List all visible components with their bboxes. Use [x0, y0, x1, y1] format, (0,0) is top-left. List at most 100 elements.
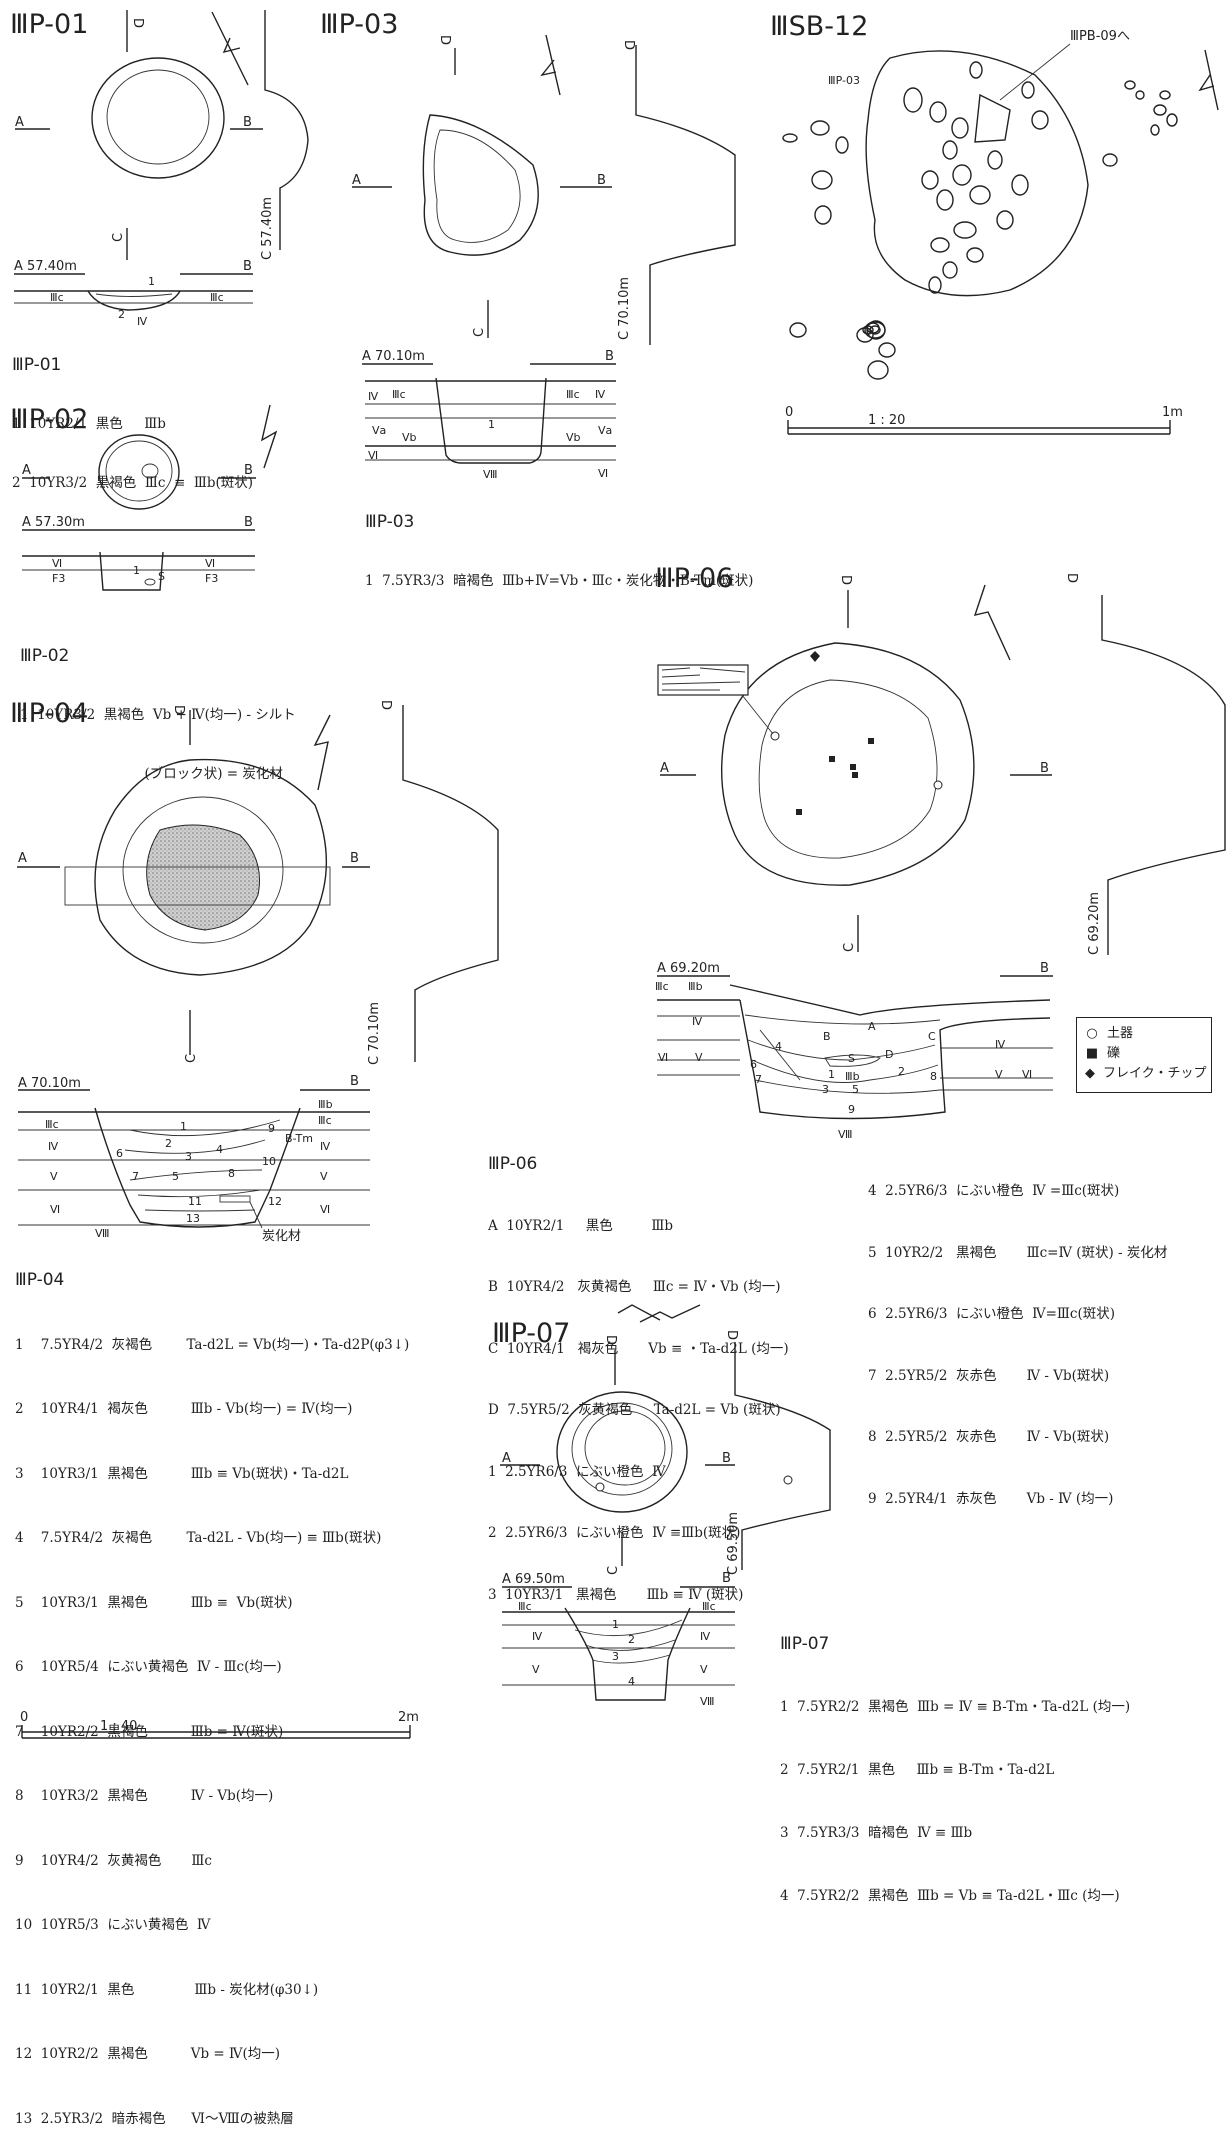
sb12-scale-ratio: 1 : 20 [868, 413, 905, 428]
p06-description-left: ⅢP-06 A 10YR2/1 黒色 Ⅲb B 10YR4/2 灰黄褐色 Ⅲc … [488, 1113, 789, 1626]
p04-desc-line: 1 7.5YR4/2 灰褐色 Ta-d2L = Ⅴb(均一)・Ta-d2P(φ3… [15, 1336, 410, 1353]
p06-section-b: B [1040, 961, 1049, 976]
p02-desc-line: 1 10YR3/2 黒褐色 Ⅴb + Ⅳ(均一) - シルト [20, 706, 296, 723]
pit-p04: ⅢP-04 A B D C D C 70.10m A 70.10m B Ⅲc [10, 698, 499, 1244]
p06-layer-vi-left: Ⅵ [658, 1051, 668, 1064]
p04-marker-a: A [18, 851, 27, 866]
p07-layer-2: 2 [628, 1633, 635, 1646]
pit-p02: ⅢP-02 A B A 57.30m B Ⅵ F3 Ⅵ F3 1 S [10, 404, 278, 591]
p01-marker-d: D [130, 18, 145, 28]
p04-layer-11: 11 [188, 1195, 202, 1208]
p06-desc-line: 5 10YR2/2 黒褐色 Ⅲc=Ⅳ (斑状) - 炭化材 [868, 1244, 1168, 1261]
p06-layer-iiib-center: Ⅲb [845, 1070, 860, 1083]
p06-layer-vi-right: Ⅵ [1022, 1068, 1032, 1081]
p06-layer-v-right: Ⅴ [995, 1068, 1003, 1081]
p04-desc-line: 8 10YR3/2 黒褐色 Ⅳ - Ⅴb(均一) [15, 1788, 274, 1804]
flake-icon: ◆ [1085, 1066, 1095, 1081]
p04-layer-7: 7 [132, 1170, 139, 1183]
p07-layer-viii: Ⅷ [700, 1695, 715, 1708]
p03-marker-a: A [352, 173, 361, 188]
p06-layer-d: D [885, 1048, 893, 1061]
p07-marker-d: D [603, 1335, 618, 1345]
p01-layer-left: Ⅲc [50, 291, 64, 304]
p01-description: ⅢP-01 1 10YR2/1 黒色 Ⅲb 2 10YR3/2 黒褐色 Ⅲc ≡… [12, 317, 253, 513]
p04-title: ⅢP-04 [10, 698, 88, 729]
p01-section-label: A 57.40m [14, 259, 77, 274]
p02-layer-s: S [158, 570, 165, 583]
p07-layer-iiic-left: Ⅲc [518, 1600, 532, 1613]
p04-desc-line: 2 10YR4/1 褐灰色 Ⅲb - Ⅴb(均一) = Ⅳ(均一) [15, 1401, 353, 1417]
p07-side-d: D [724, 1330, 739, 1340]
p04-desc-line: 10 10YR5/3 にぶい黄褐色 Ⅳ [15, 1917, 211, 1933]
p04-description: ⅢP-04 1 7.5YR4/2 灰褐色 Ta-d2L = Ⅴb(均一)・Ta-… [15, 1227, 409, 2152]
p06-desc-line: D 7.5YR5/2 灰黄褐色 Ta-d2L = Ⅴb (斑状) [488, 1402, 781, 1418]
p04-scale-end: 2m [398, 1710, 419, 1725]
p01-layer-1: 1 [148, 275, 155, 288]
p06-layer-7: 7 [755, 1073, 762, 1086]
sb12-note: ⅢPB-09へ [1070, 29, 1130, 44]
p07-description: ⅢP-07 1 7.5YR2/2 黒褐色 Ⅲb = Ⅳ ≡ B-Tm・Ta-d2… [780, 1592, 1130, 1928]
p06-layer-c: C [928, 1030, 936, 1043]
p04-desc-line: 11 10YR2/1 黒色 Ⅲb - 炭化材(φ30↓) [15, 1981, 319, 1998]
p07-desc-line: 4 7.5YR2/2 黒褐色 Ⅲb = Ⅴb ≡ Ta-d2L・Ⅲc (均一) [780, 1888, 1120, 1904]
p04-layer-9: 9 [268, 1122, 275, 1135]
p07-desc-line: 3 7.5YR3/3 暗褐色 Ⅳ ≡ Ⅲb [780, 1825, 973, 1841]
p06-layer-2: 2 [898, 1065, 905, 1078]
p02-layer-1: 1 [133, 564, 140, 577]
p04-desc-line: 13 2.5YR3/2 暗赤褐色 Ⅵ～Ⅷの被熱層 [15, 2110, 294, 2127]
p07-desc-title: ⅢP-07 [780, 1634, 830, 1654]
p03-section-b: B [605, 349, 614, 364]
p04-marker-c: C [184, 1054, 199, 1063]
p06-layer-8: 8 [930, 1070, 937, 1083]
p06-layer-viii: Ⅷ [838, 1128, 853, 1141]
p06-desc-line: 4 2.5YR6/3 にぶい橙色 Ⅳ =Ⅲc(斑状) [868, 1183, 1120, 1199]
p07-marker-a: A [502, 1451, 511, 1466]
p07-marker-b: B [722, 1451, 731, 1466]
p03-marker-b: B [597, 173, 606, 188]
p04-layer-iiic-right: Ⅲc [318, 1114, 332, 1127]
p04-layer-3: 3 [185, 1150, 192, 1163]
p03-desc-title: ⅢP-03 [365, 512, 415, 533]
legend-label: 土器 [1107, 1026, 1134, 1041]
p03-description: ⅢP-03 1 7.5YR3/3 暗褐色 Ⅲb+Ⅳ=Ⅴb・Ⅲc・炭化物・B-Tm… [365, 474, 753, 611]
legend-label: フレイク・チップ [1103, 1066, 1207, 1081]
p01-layer-2: 2 [118, 308, 125, 321]
p06-desc-line: A 10YR2/1 黒色 Ⅲb [488, 1217, 674, 1234]
p03-desc-line: 1 7.5YR3/3 暗褐色 Ⅲb+Ⅳ=Ⅴb・Ⅲc・炭化物・B-Tm(斑状) [365, 572, 754, 589]
p04-c-level: C 70.10m [367, 1002, 382, 1065]
sb12-ref: ⅢP-03 [828, 74, 860, 87]
p03-layer-vb-left: Ⅴb [402, 431, 417, 444]
sb12-title: ⅢSB-12 [770, 11, 868, 42]
p04-layer-13: 13 [186, 1212, 200, 1225]
p06-desc-line: 7 2.5YR5/2 灰赤色 Ⅳ - Ⅴb(斑状) [868, 1367, 1110, 1384]
p01-title: ⅢP-01 [10, 9, 88, 40]
p07-layer-iv-left: Ⅳ [532, 1630, 543, 1643]
p02-layer-vi-right: Ⅵ [205, 557, 215, 570]
p04-desc-line: 4 7.5YR4/2 灰褐色 Ta-d2L - Ⅴb(均一) ≡ Ⅲb(斑状) [15, 1530, 382, 1546]
p02-section-b: B [244, 515, 253, 530]
p04-marker-b: B [350, 851, 359, 866]
p03-layer-1: 1 [488, 418, 495, 431]
p06-description-right: 4 2.5YR6/3 にぶい橙色 Ⅳ =Ⅲc(斑状) 5 10YR2/2 黒褐色… [868, 1140, 1167, 1530]
p04-desc-line: 7 10YR2/2 黒褐色 Ⅲb = Ⅳ(斑状) [15, 1723, 284, 1740]
p06-desc-line: 8 2.5YR5/2 灰赤色 Ⅳ - Ⅴb(斑状) [868, 1429, 1110, 1445]
p06-desc-title: ⅢP-06 [488, 1154, 538, 1174]
p07-title: ⅢP-07 [492, 1318, 570, 1349]
p04-section-label: A 70.10m [18, 1076, 81, 1091]
p04-layer-iv-right: Ⅳ [320, 1140, 331, 1153]
p06-layer-iiic: Ⅲc [655, 980, 669, 993]
p01-desc-title: ⅢP-01 [12, 355, 62, 376]
pottery-icon: ○ [1086, 1026, 1098, 1041]
feature-sb12: ⅢSB-12 ⅢPB-09へ ⅢP-03 [770, 11, 1219, 435]
p06-legend: ○ 土器 ■ 礫 ◆ フレイク・チップ [1076, 1017, 1212, 1093]
p04-desc-line: 9 10YR4/2 灰黄褐色 Ⅲc [15, 1852, 212, 1869]
p04-layer-v-right: Ⅴ [320, 1170, 328, 1183]
p06-marker-b: B [1040, 761, 1049, 776]
p06-desc-line: 3 10YR3/1 黒褐色 Ⅲb ≡ Ⅳ (斑状) [488, 1586, 744, 1603]
p04-section-b: B [350, 1074, 359, 1089]
p04-desc-line: 12 10YR2/2 黒褐色 Ⅴb = Ⅳ(均一) [15, 2046, 281, 2062]
p04-layer-6: 6 [116, 1147, 123, 1160]
p03-marker-c: C [472, 328, 487, 337]
p03-layer-viii: Ⅷ [483, 468, 498, 481]
p04-scale-zero: 0 [20, 1710, 28, 1725]
